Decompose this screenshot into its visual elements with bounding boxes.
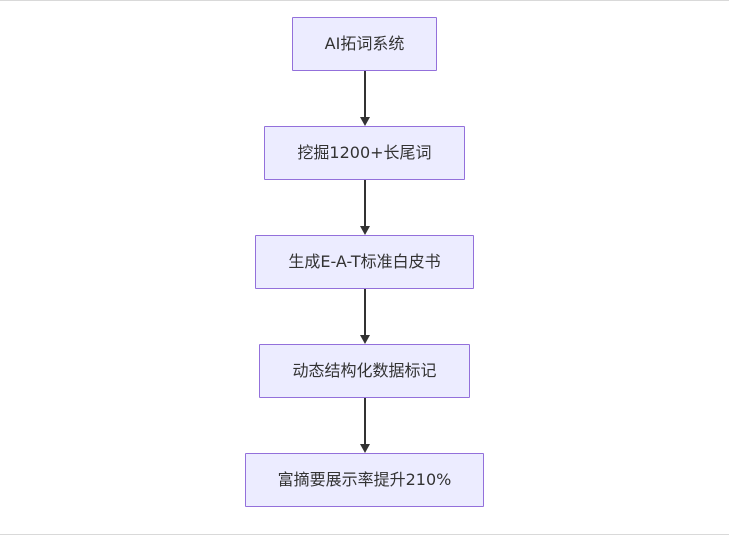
edge-arrow-4 <box>359 398 371 453</box>
arrowhead-down-icon <box>359 117 370 126</box>
arrowhead-down-icon <box>359 444 370 453</box>
flow-node-longtail-mining: 挖掘1200+长尾词 <box>264 126 465 180</box>
flow-node-eat-whitepaper: 生成E-A-T标准白皮书 <box>255 235 474 289</box>
edge-arrow-1 <box>359 71 371 126</box>
flow-node-ai-keyword-system: AI拓词系统 <box>291 17 438 71</box>
arrowhead-down-icon <box>359 226 370 235</box>
arrow-line <box>363 289 366 336</box>
edge-arrow-2 <box>359 180 371 235</box>
arrow-line <box>363 398 366 445</box>
arrowhead-down-icon <box>359 335 370 344</box>
arrow-line <box>363 71 366 118</box>
flow-node-structured-data-markup: 动态结构化数据标记 <box>259 344 470 398</box>
flow-node-rich-snippet-result: 富摘要展示率提升210% <box>244 453 485 507</box>
arrow-line <box>363 180 366 227</box>
edge-arrow-3 <box>359 289 371 344</box>
